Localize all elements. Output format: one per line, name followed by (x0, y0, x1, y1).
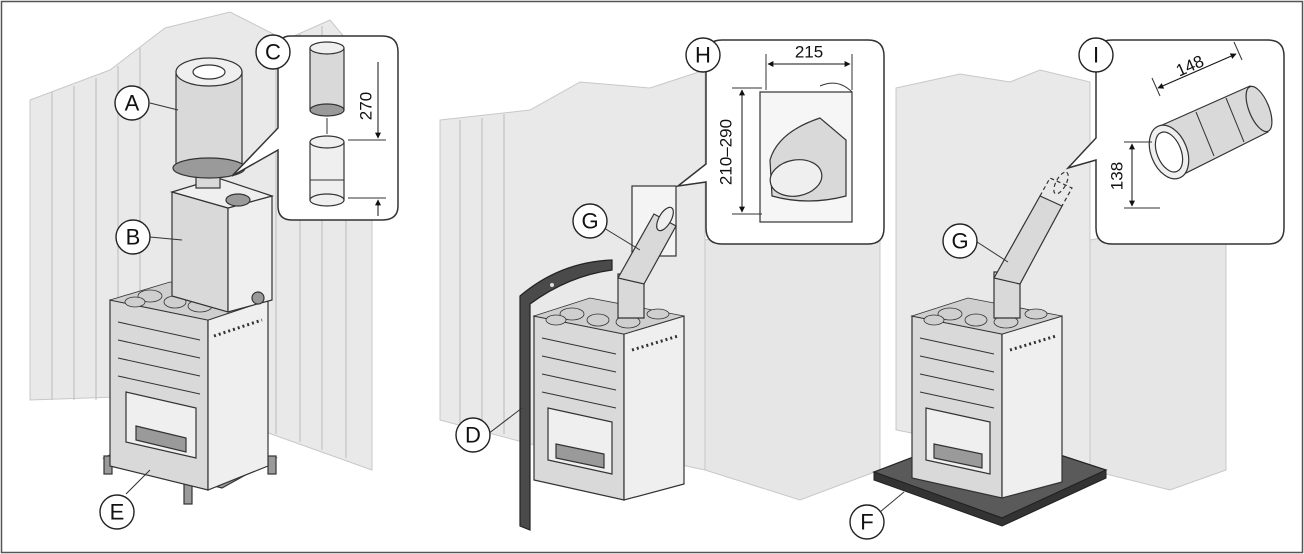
dim-label-138: 138 (1108, 162, 1127, 190)
dim-label-270: 270 (357, 92, 376, 120)
callout-circle-a (114, 85, 150, 121)
callout-circle-e (99, 494, 135, 530)
protective-sheath (519, 259, 613, 531)
callout-label-g-3: G (951, 229, 968, 254)
callout-circle-g-2 (572, 203, 608, 239)
angled-flue-pipe-g-2 (617, 206, 677, 319)
callout-label-i: I (1093, 43, 1099, 68)
dim-label-215: 215 (795, 43, 823, 62)
stones-3 (923, 307, 1048, 329)
pipe-segment-c-top (309, 41, 345, 117)
dimension-i-diameter (1124, 141, 1160, 209)
pipe-segment-c-bottom (309, 135, 345, 207)
wall-block-3-right (1089, 225, 1227, 491)
callout-circle-d (455, 417, 491, 453)
chimney-cap-A (172, 57, 246, 179)
wall-block-2 (704, 219, 881, 501)
wall-boards-2 (459, 114, 505, 434)
stove-body-2 (532, 297, 685, 501)
panel-1-water-heater-setup: 270 A B C E (29, 11, 399, 530)
panel-3-floor-plate: 148 138 G I F (849, 37, 1285, 540)
dimension-c-height (348, 62, 386, 216)
front-panels-2 (541, 337, 617, 409)
pipe-adapter-detail-i (1148, 85, 1273, 180)
dim-label-210-290: 210–290 (717, 119, 736, 185)
stove-body-3 (910, 297, 1063, 499)
water-heater-tank (169, 177, 275, 313)
front-panels-1 (117, 321, 201, 395)
dimension-h-width (765, 54, 853, 90)
callout-label-d: D (465, 423, 481, 448)
callout-circle-h (685, 37, 721, 73)
angled-flue-pipe-g-3 (993, 171, 1073, 319)
callout-label-c: C (265, 40, 281, 65)
callout-label-e: E (110, 500, 125, 525)
dimension-i-length (1151, 41, 1243, 97)
dimension-h-height (732, 87, 762, 215)
panel-2-protective-sheath: 215 210–290 G H D (439, 37, 885, 531)
callout-label-g-2: G (581, 209, 598, 234)
front-panels-3 (919, 337, 995, 409)
callout-label-a: A (125, 91, 140, 116)
callout-label-f: F (860, 510, 873, 535)
callout-label-h: H (695, 43, 711, 68)
callout-circle-f (849, 504, 885, 540)
callout-circle-g-3 (942, 223, 978, 259)
stove-body-1 (109, 281, 269, 491)
callout-label-b: B (126, 225, 141, 250)
wall-plate-detail-h (759, 82, 853, 223)
callout-circle-c (255, 34, 291, 70)
callout-circle-i (1078, 37, 1114, 73)
callout-circle-b (115, 219, 151, 255)
